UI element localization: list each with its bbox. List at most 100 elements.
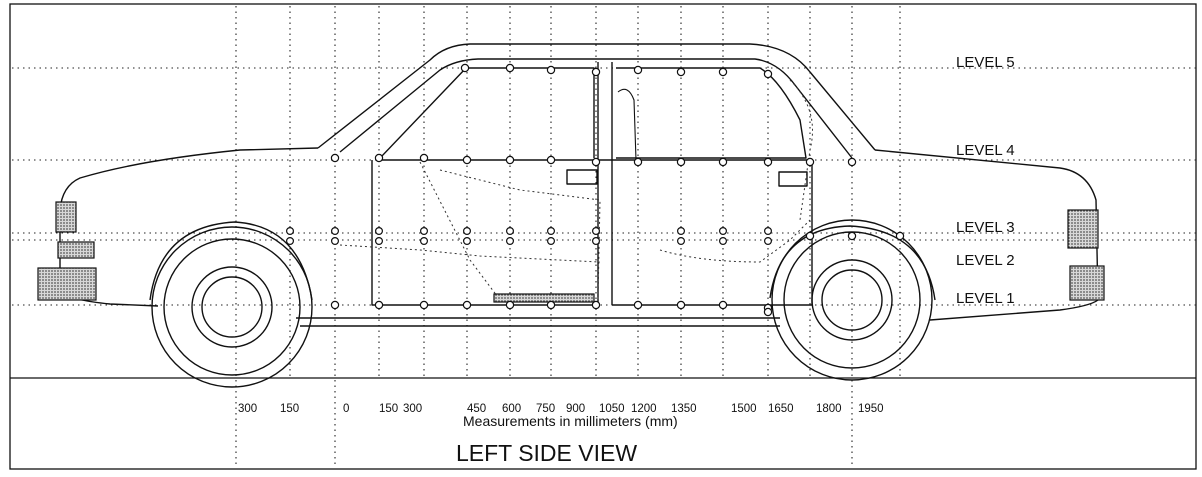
tick-label: 300	[403, 403, 422, 415]
steering-dotted	[419, 161, 501, 301]
marker-dot	[505, 155, 515, 165]
lamps	[37, 201, 1105, 303]
marker-dot	[374, 300, 384, 310]
marker-dot	[633, 157, 643, 167]
tick-label: 1500	[731, 403, 757, 415]
level-labels: LEVEL 5 LEVEL 4 LEVEL 3 LEVEL 2 LEVEL 1	[956, 54, 1015, 307]
level1-label: LEVEL 1	[956, 290, 1015, 307]
marker-dot	[763, 227, 772, 236]
marker-dot	[718, 227, 727, 236]
tick-label: 150	[379, 403, 398, 415]
marker-dot	[375, 237, 384, 246]
marker-dot	[546, 300, 556, 310]
front-window	[379, 67, 595, 159]
tick-label: 450	[467, 403, 486, 415]
tick-label: 900	[566, 403, 585, 415]
rear-window	[616, 67, 807, 159]
marker-dot	[718, 157, 728, 167]
front-door-frame	[371, 160, 598, 306]
marker-dot	[331, 227, 340, 236]
marker-dot	[420, 227, 429, 236]
tick-label: 600	[502, 403, 521, 415]
tick-label: 150	[280, 403, 299, 415]
marker-dot	[331, 237, 340, 246]
axis-caption: Measurements in millimeters (mm)	[463, 413, 678, 429]
level3-label: LEVEL 3	[956, 219, 1015, 236]
marker-dot	[505, 63, 515, 73]
vertical-gridlines	[235, 6, 901, 468]
rear-wheel	[771, 219, 933, 381]
marker-dot	[546, 65, 556, 75]
marker-dot	[463, 237, 472, 246]
roof-outline	[317, 43, 876, 151]
marker-dot	[374, 153, 384, 163]
marker-dot	[505, 300, 515, 310]
rear-door-handle	[778, 171, 808, 187]
seat-dotted	[439, 169, 601, 301]
marker-dot	[763, 237, 772, 246]
rear-lamp	[1067, 209, 1099, 249]
seat-outline	[617, 88, 637, 161]
measurement-markers	[286, 63, 905, 317]
marker-dot	[676, 300, 686, 310]
marker-dot	[676, 157, 686, 167]
marker-dot	[462, 155, 472, 165]
tick-label: 750	[536, 403, 555, 415]
marker-dot	[763, 69, 773, 79]
marker-dot	[805, 157, 815, 167]
marker-dot	[718, 300, 728, 310]
marker-dot	[763, 307, 773, 317]
marker-dot	[718, 67, 728, 77]
hood-line	[59, 147, 319, 211]
marker-dot	[591, 157, 601, 167]
rear-seat-dotted	[659, 219, 811, 263]
marker-dot	[847, 231, 857, 241]
tick-labels: 300 150 0 150 300 450 600 750 900 1050 1…	[238, 403, 884, 415]
front-door-handle	[566, 169, 598, 185]
marker-dot	[805, 231, 815, 241]
trunk-line	[874, 149, 1099, 301]
marker-dot	[591, 300, 601, 310]
tick-label: 1350	[671, 403, 697, 415]
front-wheel	[151, 226, 313, 388]
front-wheel-arch	[149, 221, 313, 301]
marker-dot	[375, 227, 384, 236]
sill-plate	[493, 293, 595, 303]
marker-dot	[895, 231, 905, 241]
marker-dot	[330, 300, 340, 310]
level2-label: LEVEL 2	[956, 252, 1015, 269]
marker-dot	[506, 227, 515, 236]
floor-dotted	[339, 244, 601, 263]
marker-dot	[591, 227, 600, 236]
roof-inner	[339, 58, 853, 159]
marker-dot	[419, 300, 429, 310]
marker-dot	[330, 153, 340, 163]
level4-label: LEVEL 4	[956, 142, 1015, 159]
marker-dot	[462, 300, 472, 310]
rear-bumper	[1069, 265, 1105, 301]
front-headlamp	[55, 201, 77, 233]
marker-dot	[591, 237, 600, 246]
marker-dot	[419, 153, 429, 163]
marker-dot	[591, 67, 601, 77]
front-indicator	[57, 241, 95, 259]
rear-lower	[929, 299, 1099, 321]
marker-dot	[847, 157, 857, 167]
marker-dot	[633, 300, 643, 310]
marker-dot	[286, 227, 295, 236]
view-title: LEFT SIDE VIEW	[456, 440, 637, 466]
rear-pillar-dotted	[789, 79, 813, 221]
tick-label: 1950	[858, 403, 884, 415]
marker-dot	[463, 227, 472, 236]
outer-border	[9, 3, 1197, 470]
marker-dot	[676, 237, 685, 246]
tick-label: 1050	[599, 403, 625, 415]
marker-dot	[460, 63, 470, 73]
tick-label: 1200	[631, 403, 657, 415]
tick-label: 1650	[768, 403, 794, 415]
level5-label: LEVEL 5	[956, 54, 1015, 71]
marker-dot	[633, 65, 643, 75]
marker-dot	[286, 237, 295, 246]
marker-dot	[546, 227, 555, 236]
